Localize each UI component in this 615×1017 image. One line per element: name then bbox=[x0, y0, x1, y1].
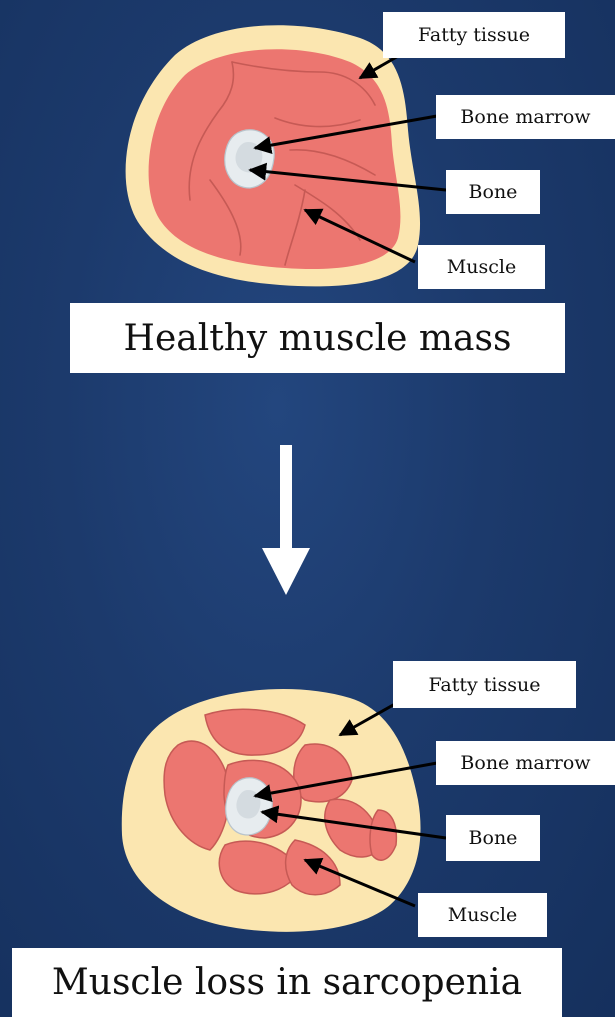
caption-muscle-loss-in-sarcopenia: Muscle loss in sarcopenia bbox=[12, 948, 562, 1017]
label-bone: Bone bbox=[446, 815, 540, 861]
label-muscle: Muscle bbox=[418, 893, 547, 937]
label-fatty-tissue: Fatty tissue bbox=[393, 661, 576, 708]
muscle-bundle bbox=[370, 810, 396, 860]
label-bone-marrow: Bone marrow bbox=[436, 95, 615, 139]
label-bone: Bone bbox=[446, 170, 540, 214]
caption-healthy-muscle-mass: Healthy muscle mass bbox=[70, 303, 565, 373]
label-fatty-tissue: Fatty tissue bbox=[383, 12, 565, 58]
sarcopenia-thigh-cross-section bbox=[122, 689, 421, 932]
down-arrow-icon bbox=[262, 445, 310, 595]
label-bone-marrow: Bone marrow bbox=[436, 741, 615, 785]
label-muscle: Muscle bbox=[418, 245, 545, 289]
healthy-thigh-cross-section bbox=[126, 25, 420, 286]
